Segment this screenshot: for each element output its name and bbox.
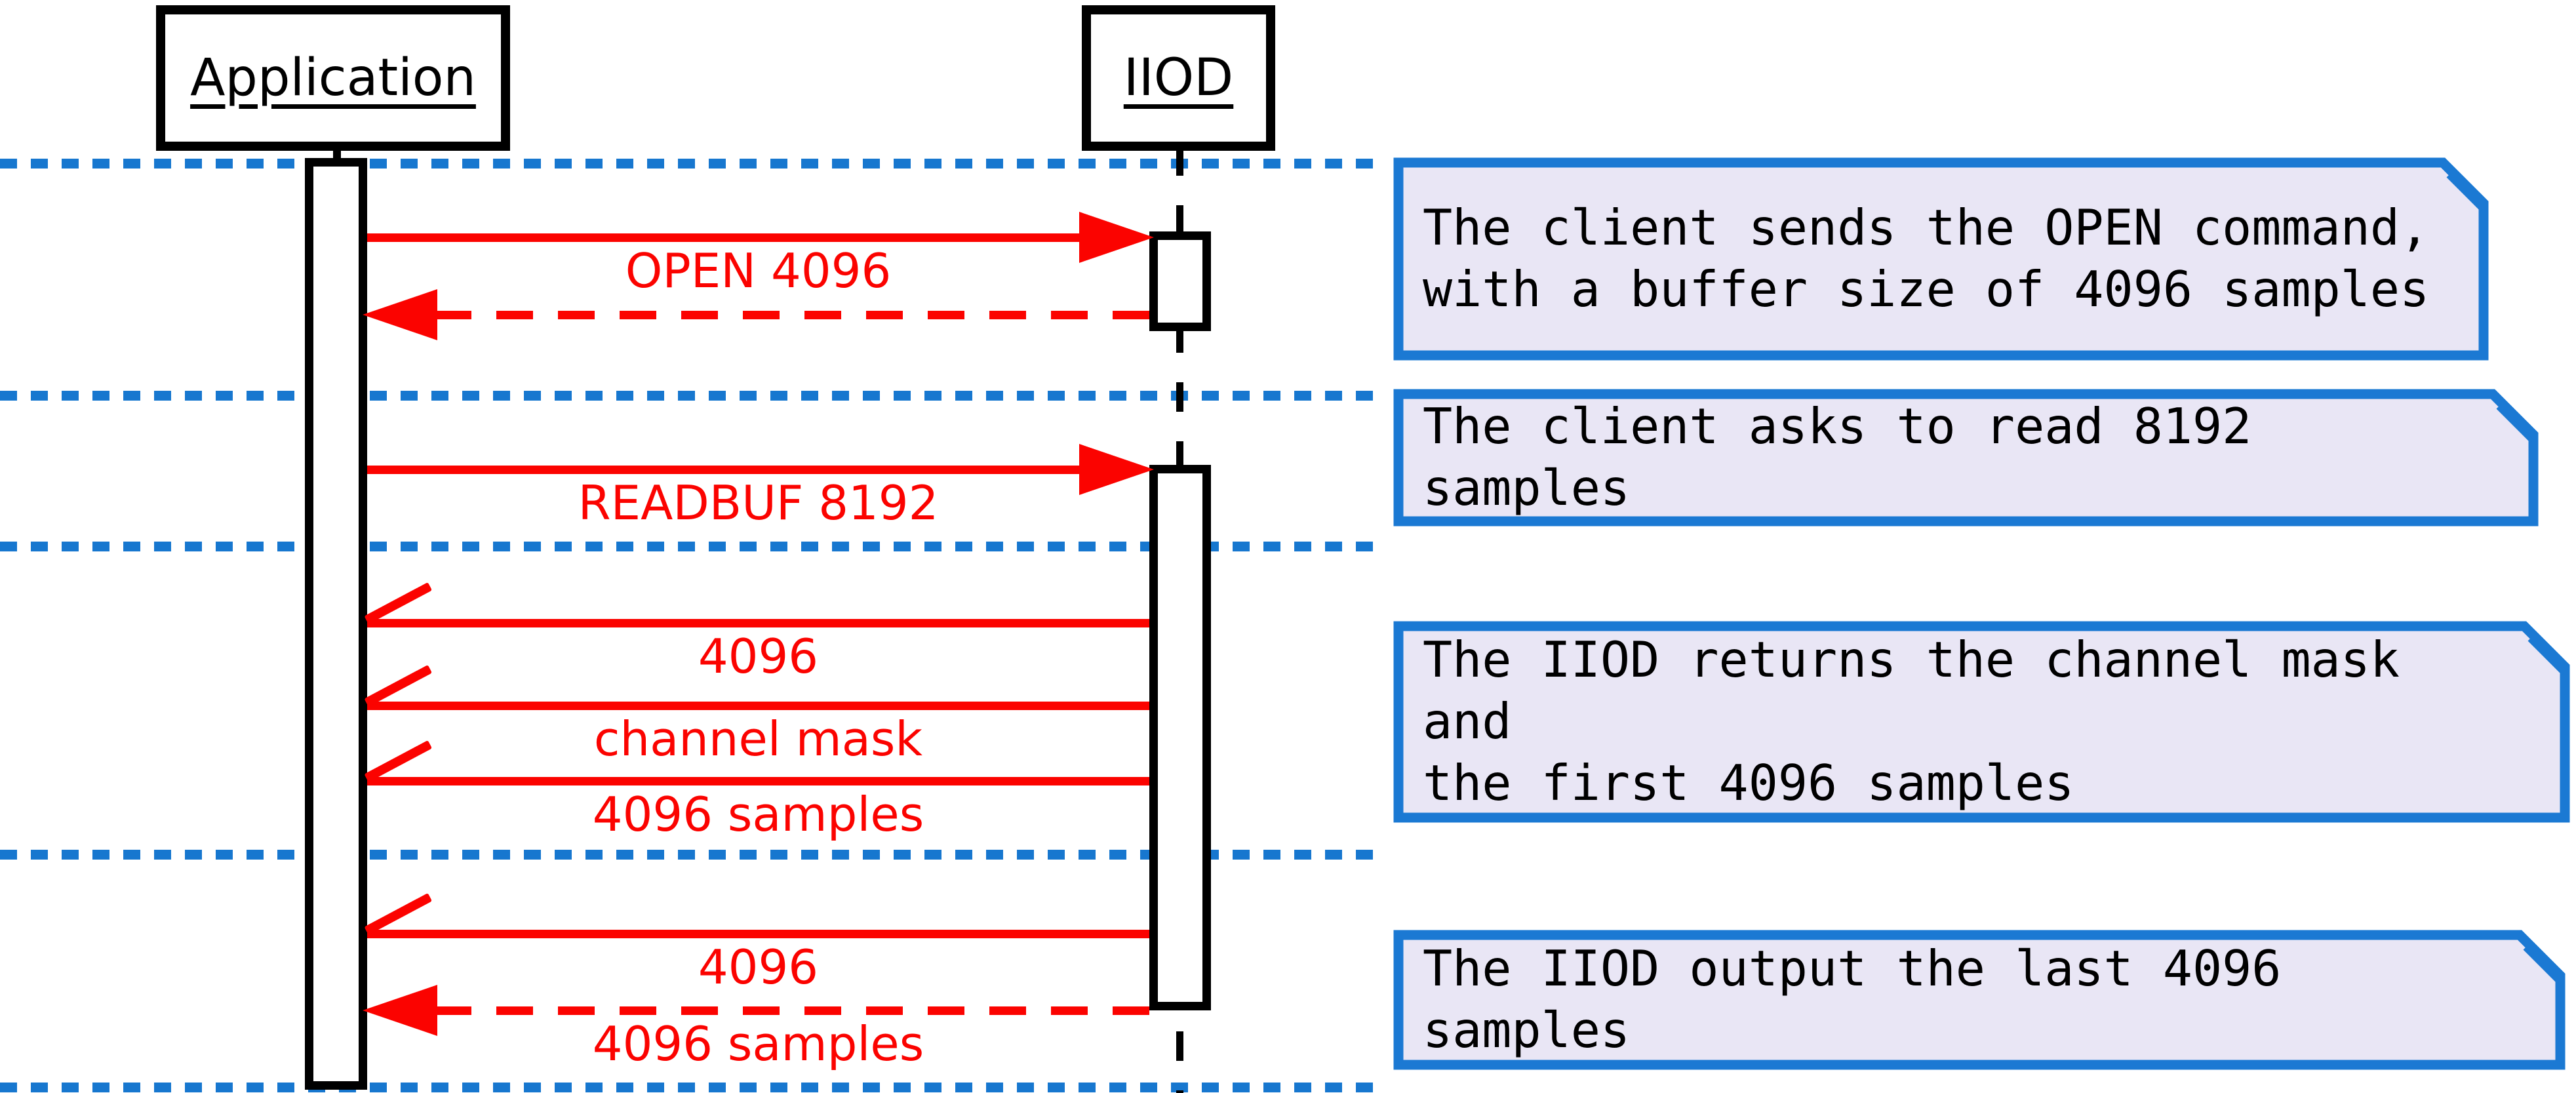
arrowhead-left-icon — [363, 289, 437, 340]
message-count2-label: 4096 — [698, 940, 819, 995]
message-samples2-label: 4096 samples — [592, 1016, 924, 1071]
note-open-command-text: The client sends the OPEN command, with … — [1423, 199, 2430, 318]
note-shape-icon — [1393, 930, 2566, 1070]
message-readbuf-label: READBUF 8192 — [578, 475, 939, 530]
message-samples-line — [367, 777, 1149, 785]
activation-application — [305, 158, 367, 1090]
arrowhead-right-icon — [1079, 212, 1154, 263]
note-last-samples-text: The IIOD output the last 4096 samples — [1423, 940, 2282, 1059]
message-samples-label: 4096 samples — [592, 787, 924, 842]
message-readbuf-line — [367, 466, 1088, 474]
open-arrowhead-icon — [364, 892, 433, 935]
message-count2-line — [367, 930, 1149, 938]
message-mask-line — [367, 702, 1149, 710]
activation-iiod-open — [1149, 231, 1211, 331]
participant-iiod: IIOD — [1082, 5, 1275, 151]
activation-iiod-readbuf — [1149, 465, 1211, 1010]
message-samples2-line — [437, 1006, 1149, 1015]
note-mask-return-text: The IIOD returns the channel mask and th… — [1423, 631, 2400, 812]
arrowhead-right-icon — [1079, 444, 1154, 495]
note-shape-icon — [1393, 621, 2570, 823]
note-shape-icon — [1393, 157, 2489, 361]
open-arrowhead-icon — [364, 582, 433, 624]
message-mask-label: channel mask — [593, 711, 923, 766]
arrowhead-left-icon — [363, 985, 437, 1036]
message-count-line — [367, 619, 1149, 627]
message-open-line — [367, 233, 1088, 242]
message-open-return-line — [437, 311, 1149, 319]
message-open-label: OPEN 4096 — [625, 243, 892, 298]
divider-line-2 — [0, 391, 1380, 401]
divider-line-5 — [0, 1083, 1380, 1092]
participant-application: Application — [156, 5, 510, 151]
note-readbuf-request-text: The client asks to read 8192 samples — [1423, 397, 2252, 517]
note-last-samples: The IIOD output the last 4096 samples — [1393, 930, 2566, 1070]
note-open-command: The client sends the OPEN command, with … — [1393, 157, 2489, 361]
note-readbuf-request: The client asks to read 8192 samples — [1393, 389, 2539, 527]
note-mask-return: The IIOD returns the channel mask and th… — [1393, 621, 2570, 823]
note-shape-icon — [1393, 389, 2539, 527]
participant-application-label: Application — [190, 49, 476, 108]
divider-line-1 — [0, 159, 1380, 169]
message-count-label: 4096 — [698, 629, 819, 684]
participant-iiod-label: IIOD — [1123, 49, 1234, 108]
